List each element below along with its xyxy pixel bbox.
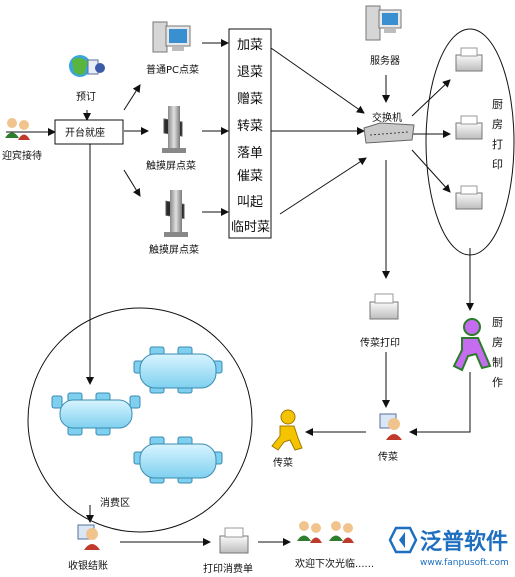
server-icon — [365, 5, 402, 41]
serving-print-label: 传菜打印 — [360, 336, 400, 349]
consumption-area: 消费区 — [27, 307, 253, 533]
server-label: 服务器 — [370, 54, 400, 67]
kitchen-make-label: 厨 房 制 作 — [492, 316, 503, 389]
serving-staff-label: 传菜 — [378, 451, 398, 463]
switch-icon — [363, 122, 415, 144]
touch-order-label-1: 触摸屏点菜 — [146, 159, 196, 172]
logo-name: 泛普软件 — [420, 529, 508, 555]
command-item: 赠菜 — [237, 92, 263, 107]
kitchen-print-label: 厨 房 打 印 — [492, 98, 503, 171]
yingbin-label: 迎宾接待 — [2, 149, 42, 162]
svg-text:作: 作 — [492, 376, 503, 389]
svg-text:打: 打 — [492, 137, 503, 151]
svg-text:制: 制 — [492, 356, 503, 369]
checkout-label: 收银结账 — [68, 559, 108, 572]
kitchen-print-zone — [425, 28, 515, 256]
kitchen-printer-icon-2 — [455, 115, 483, 140]
svg-text:印: 印 — [492, 158, 503, 171]
command-item: 落单 — [237, 146, 263, 161]
svg-text:房: 房 — [492, 336, 503, 349]
touch-order-label-2: 触摸屏点菜 — [149, 243, 199, 256]
pc-terminal-icon — [152, 21, 191, 53]
bill-printer-icon — [219, 527, 249, 554]
kitchen-chef-icon — [452, 318, 492, 372]
logo-url: www.fanpusoft.com — [420, 558, 509, 568]
booking-icon — [69, 55, 105, 77]
svg-text:房: 房 — [492, 118, 503, 131]
commands-box — [228, 28, 272, 239]
dining-table-3 — [133, 436, 223, 484]
welcome-label: 欢迎下次光临...... — [295, 557, 374, 570]
touch-kiosk-icon-1 — [162, 106, 186, 153]
cashier-icon — [77, 524, 100, 550]
serving-staff-icon — [379, 413, 402, 440]
kitchen-printer-icon-1 — [455, 47, 483, 72]
command-item: 催菜 — [237, 169, 263, 184]
serving-runner-label: 传菜 — [273, 457, 293, 469]
command-item: 加菜 — [237, 38, 263, 53]
dining-table-1 — [51, 392, 141, 436]
guests-icon — [297, 521, 354, 543]
touch-kiosk-icon-2 — [164, 190, 188, 237]
switch-label: 交换机 — [372, 111, 402, 124]
command-item: 退菜 — [237, 65, 263, 80]
yuding-label: 预订 — [76, 91, 96, 103]
dining-table-2 — [133, 346, 223, 394]
kitchen-printer-icon-3 — [455, 185, 483, 210]
command-item: 转菜 — [237, 119, 263, 134]
xiaofeiqu-label: 消费区 — [100, 496, 130, 509]
command-item: 叫起 — [237, 195, 263, 210]
serving-runner-icon — [271, 409, 303, 451]
pc-order-label: 普通PC点菜 — [146, 63, 199, 76]
svg-text:厨: 厨 — [492, 98, 503, 111]
command-item: 临时菜 — [231, 220, 270, 235]
fanpu-logo: 泛普软件 www.fanpusoft.com — [388, 526, 509, 568]
kaitai-box — [54, 119, 124, 145]
reception-person-icon — [5, 118, 30, 140]
commands-list: 加菜 退菜 赠菜 转菜 落单 催菜 叫起 临时菜 — [231, 38, 270, 235]
print-bill-label: 打印消费单 — [203, 562, 253, 575]
svg-text:厨: 厨 — [492, 316, 503, 329]
kaitai-label: 开台就座 — [65, 126, 105, 139]
serving-printer-icon — [369, 293, 399, 320]
connectors — [6, 39, 474, 546]
